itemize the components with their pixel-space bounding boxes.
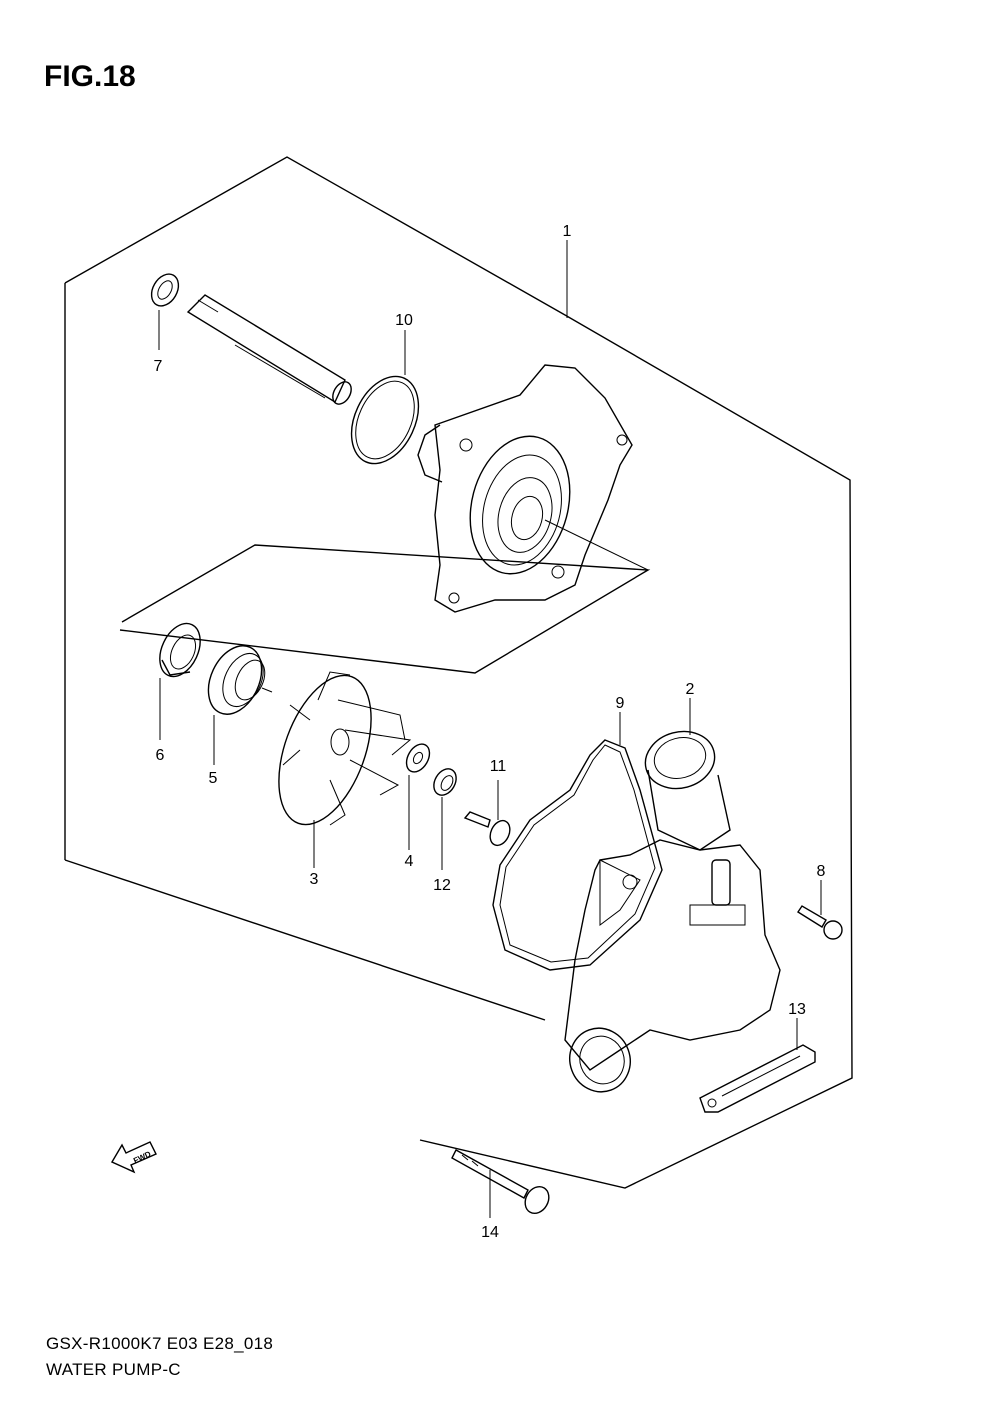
clamp-part-13 (699, 1044, 816, 1113)
callout-13: 13 (788, 1001, 806, 1018)
pump-shaft (186, 294, 352, 405)
callout-3: 3 (310, 871, 319, 888)
callout-8: 8 (817, 863, 826, 880)
section-name: WATER PUMP-C (46, 1360, 181, 1379)
callout-12: 12 (433, 877, 451, 894)
seal-part-6 (159, 622, 201, 678)
forward-direction-arrow: FWD (111, 1141, 157, 1174)
pump-housing (417, 364, 649, 613)
bolt-part-11 (463, 811, 511, 847)
figure-title: FIG.18 (44, 60, 136, 93)
mechanical-seal-part-5 (207, 645, 273, 715)
callout-1: 1 (563, 223, 572, 240)
washer-part-7 (150, 273, 180, 307)
callout-2: 2 (686, 681, 695, 698)
model-code: GSX-R1000K7 E03 E28_018 (46, 1334, 274, 1353)
leader-lines (158, 240, 822, 1218)
bolt-part-8 (797, 905, 843, 940)
washer-part-4 (405, 743, 431, 773)
pump-cover-part-2 (564, 730, 781, 1093)
callout-6: 6 (156, 747, 165, 764)
callout-11: 11 (490, 758, 507, 775)
callout-14: 14 (481, 1224, 499, 1241)
callout-4: 4 (405, 853, 414, 870)
callout-5: 5 (209, 770, 218, 787)
impeller-part-3 (278, 671, 412, 826)
o-ring-part-10 (350, 375, 420, 465)
bolt-part-14 (451, 1149, 550, 1215)
callout-10: 10 (395, 312, 413, 329)
callout-9: 9 (616, 695, 625, 712)
gasket-part-9 (492, 739, 663, 971)
callout-7: 7 (154, 358, 163, 375)
washer-part-12 (433, 768, 457, 796)
